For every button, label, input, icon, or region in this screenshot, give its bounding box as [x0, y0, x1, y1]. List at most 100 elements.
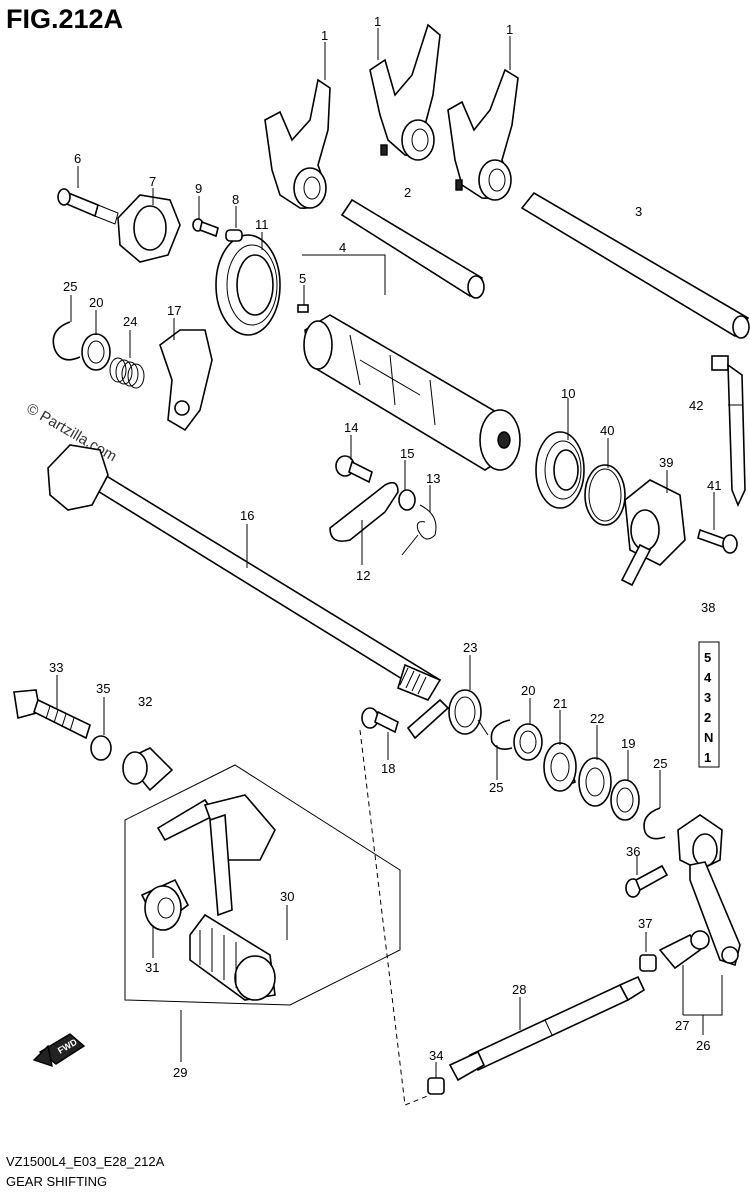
o-ring-40[interactable]	[584, 464, 626, 526]
bolt-18[interactable]	[361, 707, 399, 734]
figure-code: VZ1500L4_E03_E28_212A	[6, 1154, 165, 1169]
fork-shaft-3[interactable]	[520, 191, 750, 339]
bolt-36[interactable]	[625, 864, 669, 898]
return-spring-23[interactable]	[406, 689, 489, 740]
bolt-6[interactable]	[57, 188, 119, 225]
joint-27[interactable]	[658, 930, 710, 970]
cam-stopper-plate[interactable]	[117, 194, 181, 263]
callout-33: 33	[49, 660, 63, 675]
callout-18: 18	[381, 761, 395, 776]
callout-16: 16	[240, 508, 254, 523]
callout-3: 3	[635, 204, 642, 219]
callout-17: 17	[167, 303, 181, 318]
gearshift-rod-28[interactable]	[448, 975, 646, 1082]
shift-fork-center[interactable]	[369, 23, 441, 161]
pedal-collar-31[interactable]	[140, 878, 190, 931]
bearing-21[interactable]	[543, 742, 577, 792]
washer-8[interactable]	[225, 229, 243, 242]
callout-42: 42	[689, 398, 703, 413]
washer-20-lower[interactable]	[513, 723, 543, 761]
callout-7: 7	[149, 174, 156, 189]
callout-8-screw: 9	[195, 181, 202, 196]
callout-22: 22	[590, 711, 604, 726]
bolt-41[interactable]	[697, 528, 738, 554]
callout-2: 2	[404, 185, 411, 200]
callout-40: 40	[600, 423, 614, 438]
figure-title: FIG.212A	[6, 4, 124, 34]
gearshift-arm-26[interactable]	[677, 814, 741, 967]
pedal-rubber-30[interactable]	[189, 913, 276, 1001]
callout-27: 27	[675, 1018, 689, 1033]
spring-24[interactable]	[109, 357, 145, 389]
callout-15: 15	[400, 446, 414, 461]
fwd-arrow-icon: FWD	[32, 1033, 86, 1068]
callout-11: 11	[255, 217, 269, 232]
callout-25c: 25	[653, 756, 667, 771]
callout-39: 39	[659, 455, 673, 470]
washer-15[interactable]	[398, 489, 416, 511]
gear-1: 1	[704, 750, 711, 765]
callout-41: 41	[707, 478, 721, 493]
gear-2: 2	[704, 710, 711, 725]
stopper-arm-12[interactable]	[329, 481, 399, 542]
callout-35: 35	[96, 681, 110, 696]
pedal-assembly-box	[124, 764, 401, 1006]
gearshift-shaft-16[interactable]	[47, 444, 442, 701]
washer-20-upper[interactable]	[81, 333, 111, 371]
callout-20b: 20	[521, 683, 535, 698]
bearing-10[interactable]	[535, 431, 585, 509]
shift-fork-right[interactable]	[447, 68, 519, 201]
callout-24: 24	[123, 314, 137, 329]
callout-34: 34	[429, 1048, 443, 1063]
gearshift-cam[interactable]	[303, 314, 521, 471]
callout-1a: 1	[321, 28, 328, 43]
leader-lines	[56, 28, 742, 1078]
callout-1c: 1	[506, 22, 513, 37]
bearing-11[interactable]	[215, 234, 281, 336]
circlip-25-center[interactable]	[490, 719, 513, 750]
clamp-42[interactable]	[711, 355, 746, 508]
circlip-25-right[interactable]	[643, 807, 666, 840]
circlip-25-upper[interactable]	[52, 321, 81, 361]
callout-14: 14	[344, 420, 358, 435]
callout-30: 30	[280, 889, 294, 904]
callout-28: 28	[512, 982, 526, 997]
oil-seal-22[interactable]	[578, 757, 612, 807]
callout-32: 32	[138, 694, 152, 709]
callout-23: 23	[463, 640, 477, 655]
callout-36: 36	[626, 844, 640, 859]
callout-21: 21	[553, 696, 567, 711]
callout-26: 26	[696, 1038, 710, 1053]
shift-fork-left[interactable]	[264, 78, 331, 209]
callout-37: 37	[638, 916, 652, 931]
cam-pin[interactable]	[297, 304, 309, 313]
screw-9[interactable]	[192, 218, 219, 238]
bolt-14[interactable]	[335, 455, 373, 484]
collar-32[interactable]	[122, 747, 174, 792]
callout-6: 6	[74, 151, 81, 166]
callout-29: 29	[173, 1065, 187, 1080]
gear-indicator-38: 5 4 3 2 N 1	[698, 641, 720, 768]
callout-1b: 1	[374, 14, 381, 29]
gear-n: N	[704, 730, 713, 745]
callout-labels: 1 1 1 2 3 4 5 6 7 9 8 10 11 12 13 14 15 …	[49, 14, 721, 1080]
callout-4: 4	[339, 240, 346, 255]
bolt-33[interactable]	[13, 689, 91, 740]
gear-3: 3	[704, 690, 711, 705]
callout-19: 19	[621, 736, 635, 751]
cam-stopper-17[interactable]	[159, 329, 213, 432]
callout-31: 31	[145, 960, 159, 975]
gear-position-switch[interactable]	[620, 479, 686, 587]
nut-34[interactable]	[427, 1077, 445, 1095]
callout-20a: 20	[89, 295, 103, 310]
washer-19[interactable]	[610, 779, 640, 821]
fork-shaft-2[interactable]	[340, 198, 485, 299]
callout-38: 38	[701, 600, 715, 615]
callout-5: 5	[299, 271, 306, 286]
callout-10: 10	[561, 386, 575, 401]
gearshift-pedal-29[interactable]	[156, 794, 276, 917]
nut-37[interactable]	[639, 954, 657, 972]
washer-35[interactable]	[90, 735, 112, 761]
spring-13[interactable]	[401, 504, 437, 556]
